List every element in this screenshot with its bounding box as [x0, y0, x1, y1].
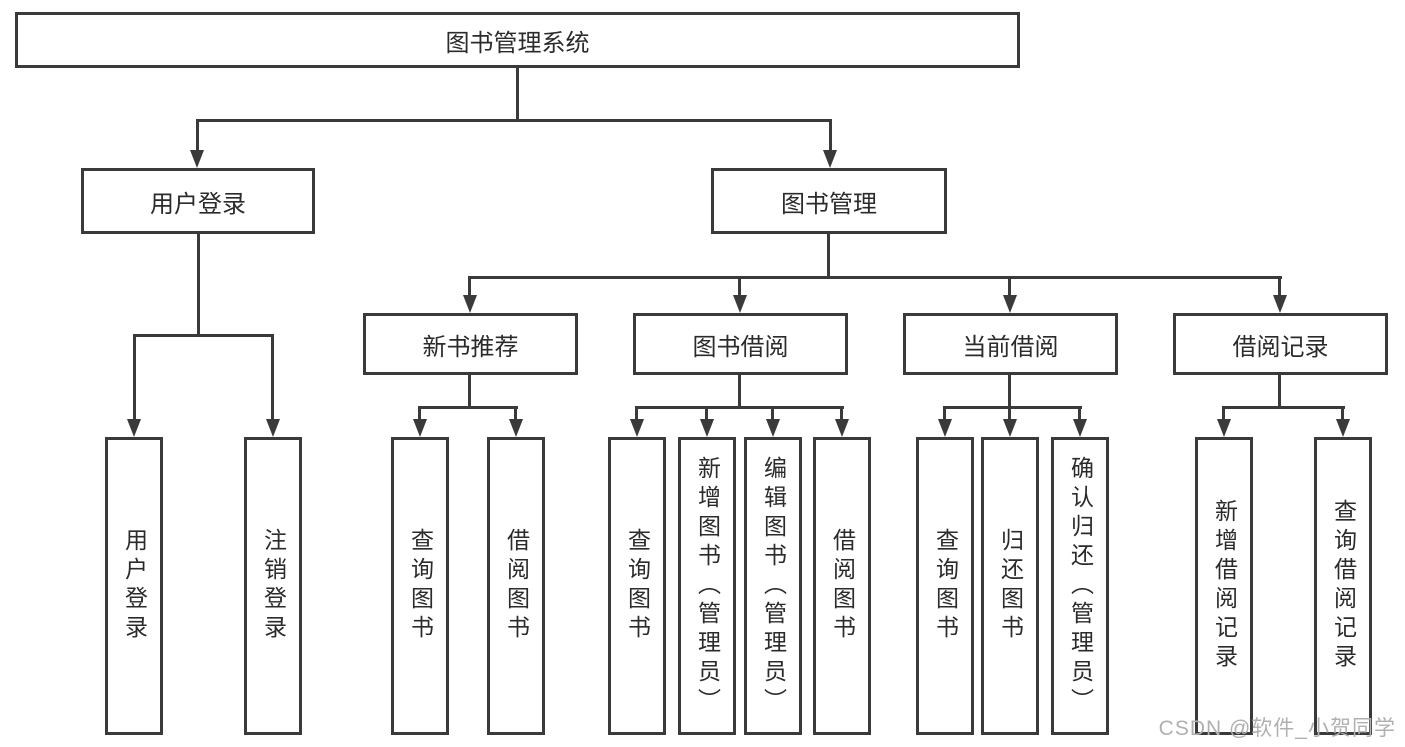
connector-line	[271, 334, 274, 421]
connector-line	[1008, 276, 1011, 299]
leaf-label: 编辑图书（管理员）	[760, 455, 787, 717]
connector-line	[840, 406, 843, 421]
node-new-book-recommendation: 新书推荐	[363, 313, 578, 375]
node-current-borrowing: 当前借阅	[903, 313, 1118, 375]
node-book-management: 图书管理	[711, 168, 947, 234]
leaf-label: 新增借阅记录	[1211, 499, 1238, 673]
arrow-down-icon	[1217, 419, 1231, 437]
node-library-management-system: 图书管理系统	[15, 12, 1020, 68]
connector-line	[418, 406, 421, 421]
leaf-label: 查询图书	[932, 528, 959, 644]
arrow-down-icon	[630, 419, 644, 437]
node-label: 用户登录	[150, 190, 246, 218]
connector-line	[468, 276, 1282, 279]
arrow-down-icon	[823, 150, 837, 168]
leaf-label: 借阅图书	[829, 528, 856, 644]
leaf-borrow-books-recommend: 借阅图书	[487, 437, 545, 735]
arrow-down-icon	[1003, 419, 1017, 437]
arrow-down-icon	[1073, 419, 1087, 437]
leaf-label: 借阅图书	[503, 528, 530, 644]
node-label: 图书管理系统	[445, 29, 590, 57]
connector-line	[133, 334, 136, 421]
leaf-user-login: 用户登录	[105, 437, 163, 735]
connector-line	[1008, 406, 1011, 421]
node-borrowing-records: 借阅记录	[1173, 313, 1388, 375]
node-user-login: 用户登录	[81, 168, 315, 234]
leaf-search-books-current: 查询图书	[916, 437, 974, 735]
connector-line	[468, 276, 471, 299]
connector-line	[1222, 406, 1345, 409]
leaf-label: 注销登录	[260, 528, 287, 644]
connector-line	[738, 375, 741, 406]
connector-line	[635, 406, 638, 421]
leaf-confirm-return-admin: 确认归还（管理员）	[1051, 437, 1109, 735]
connector-line	[418, 406, 518, 409]
node-book-borrowing: 图书借阅	[633, 313, 848, 375]
leaf-edit-book-admin: 编辑图书（管理员）	[744, 437, 802, 735]
node-label: 新书推荐	[422, 333, 519, 361]
connector-line	[133, 334, 274, 337]
arrow-down-icon	[463, 295, 477, 313]
connector-line	[829, 119, 832, 152]
connector-line	[197, 234, 200, 335]
node-label: 借阅记录	[1232, 333, 1329, 361]
leaf-borrow-books-borrowing: 借阅图书	[813, 437, 871, 735]
arrow-down-icon	[266, 419, 280, 437]
connector-line	[738, 276, 741, 299]
connector-line	[771, 406, 774, 421]
leaf-label: 查询图书	[407, 528, 434, 644]
arrow-down-icon	[938, 419, 952, 437]
node-label: 图书借阅	[692, 333, 789, 361]
connector-line	[1008, 375, 1011, 406]
arrow-down-icon	[509, 419, 523, 437]
connector-line	[827, 234, 830, 276]
leaf-search-books-recommend: 查询图书	[391, 437, 449, 735]
watermark: CSDN @软件_小贺同学	[1158, 717, 1396, 740]
connector-line	[516, 68, 519, 119]
leaf-label: 查询图书	[624, 528, 651, 644]
leaf-label: 用户登录	[121, 528, 148, 644]
node-label: 当前借阅	[962, 333, 1059, 361]
connector-line	[943, 406, 946, 421]
connector-line	[1078, 406, 1081, 421]
leaf-add-borrow-record: 新增借阅记录	[1195, 437, 1253, 735]
leaf-search-books-borrowing: 查询图书	[608, 437, 666, 735]
connector-line	[514, 406, 517, 421]
connector-line	[1278, 375, 1281, 406]
leaf-add-book-admin: 新增图书（管理员）	[678, 437, 736, 735]
connector-line	[1278, 276, 1281, 299]
connector-line	[635, 406, 844, 409]
leaf-logout: 注销登录	[244, 437, 302, 735]
leaf-label: 确认归还（管理员）	[1067, 455, 1094, 717]
leaf-search-borrow-record: 查询借阅记录	[1314, 437, 1372, 735]
arrow-down-icon	[1003, 295, 1017, 313]
leaf-label: 归还图书	[997, 528, 1024, 644]
connector-line	[943, 406, 1082, 409]
arrow-down-icon	[766, 419, 780, 437]
leaf-label: 新增图书（管理员）	[694, 455, 721, 717]
arrow-down-icon	[1336, 419, 1350, 437]
arrow-down-icon	[835, 419, 849, 437]
arrow-down-icon	[190, 150, 204, 168]
connector-line	[705, 406, 708, 421]
connector-line	[196, 119, 199, 152]
connector-line	[196, 119, 832, 122]
connector-line	[1341, 406, 1344, 421]
arrow-down-icon	[127, 419, 141, 437]
arrow-down-icon	[700, 419, 714, 437]
arrow-down-icon	[733, 295, 747, 313]
leaf-return-book: 归还图书	[981, 437, 1039, 735]
node-label: 图书管理	[781, 190, 877, 218]
arrow-down-icon	[1273, 295, 1287, 313]
connector-line	[1222, 406, 1225, 421]
connector-line	[468, 375, 471, 406]
arrow-down-icon	[413, 419, 427, 437]
leaf-label: 查询借阅记录	[1330, 499, 1357, 673]
